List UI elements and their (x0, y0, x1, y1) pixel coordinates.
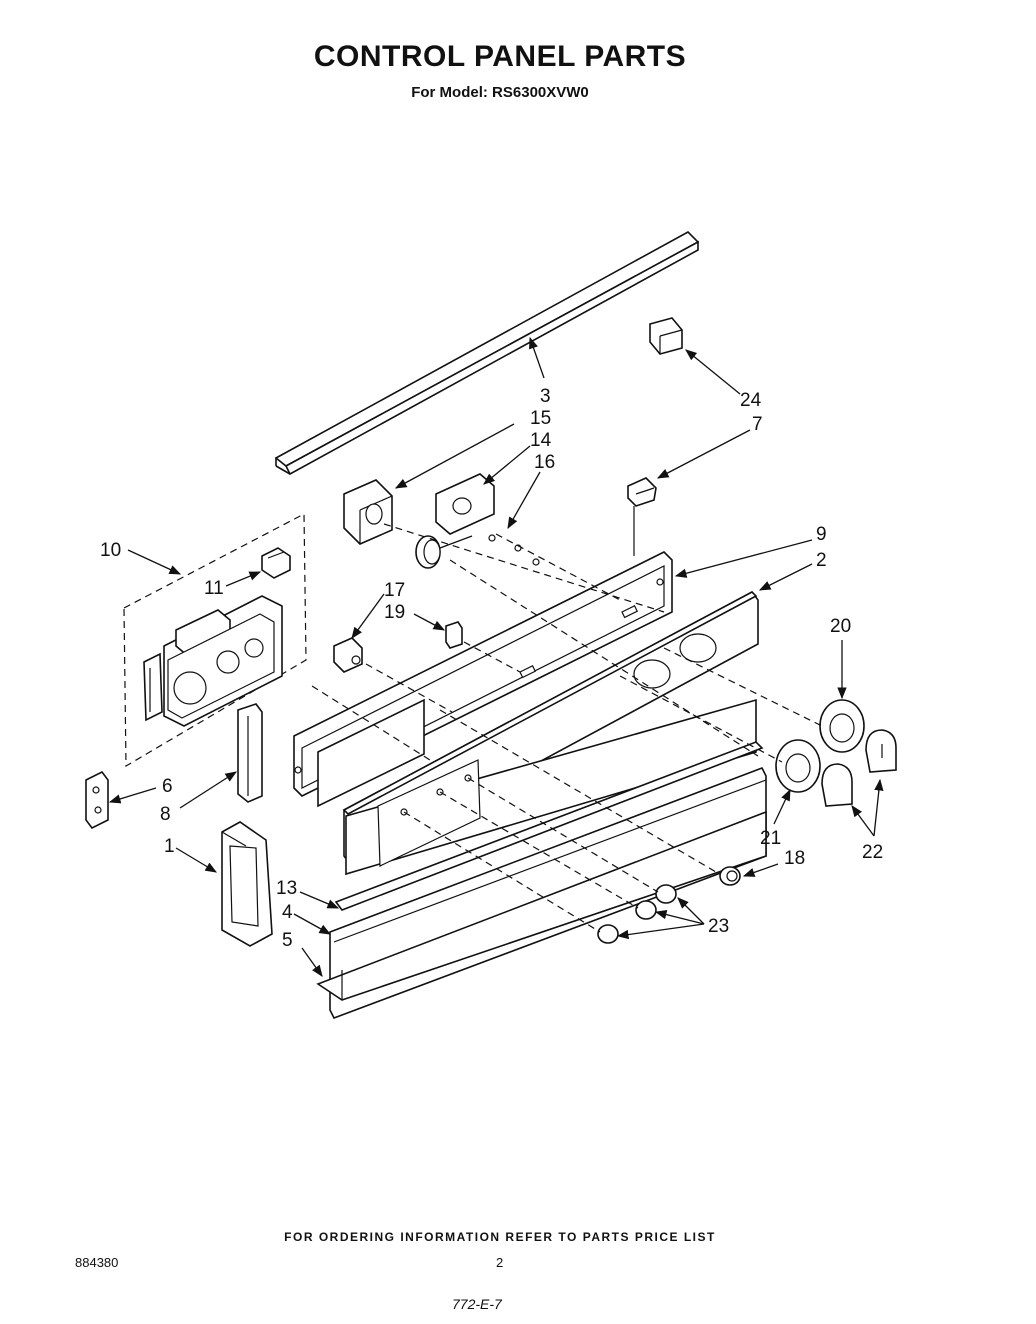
callout-24: 24 (740, 390, 762, 411)
part-6-bracket (85, 770, 109, 830)
form-code: 772-E-7 (452, 1296, 502, 1312)
callout-19: 19 (384, 602, 405, 623)
callout-labels: 3 24 15 14 7 16 9 2 10 11 17 19 20 6 8 2… (100, 386, 883, 951)
part-21-knob-bezel (775, 739, 821, 793)
document-id: 884380 (75, 1255, 119, 1270)
callout-23: 23 (708, 916, 729, 937)
part-19-clip (445, 621, 463, 649)
callout-11: 11 (204, 578, 224, 599)
callout-14: 14 (530, 430, 552, 451)
part-3-trim-strip (274, 231, 700, 476)
part-10-clock-assembly (123, 513, 307, 768)
ring-gasket (415, 535, 473, 569)
part-20-knob-bezel (819, 699, 865, 753)
part-1-side-bracket (221, 821, 273, 947)
ordering-note: FOR ORDERING INFORMATION REFER TO PARTS … (284, 1230, 716, 1244)
part-24-clip (649, 317, 683, 355)
callout-7: 7 (752, 414, 763, 435)
callout-9: 9 (816, 524, 827, 545)
part-17-bracket (333, 637, 363, 673)
page-title: CONTROL PANEL PARTS (313, 40, 687, 73)
part-15-switch (343, 479, 393, 545)
model-subtitle: For Model: RS6300XVW0 (411, 84, 589, 101)
part-23-button-b (635, 900, 657, 920)
callout-18: 18 (784, 848, 805, 869)
part-22-knob-b (821, 763, 853, 807)
callout-1: 1 (164, 836, 175, 857)
part-5-base (316, 810, 767, 1001)
part-22-knob-a (865, 729, 897, 773)
callout-22: 22 (862, 842, 883, 863)
callout-8: 8 (160, 804, 171, 825)
callout-17: 17 (384, 580, 405, 601)
control-panel-face (345, 698, 757, 876)
part-7-clip (627, 477, 657, 556)
part-18-plug (719, 866, 741, 886)
callout-16: 16 (534, 452, 555, 473)
page-number: 2 (496, 1255, 504, 1270)
part-23-button-a (655, 884, 677, 904)
part-9-bracket-strip (293, 551, 673, 808)
callout-5: 5 (282, 930, 293, 951)
callout-10: 10 (100, 540, 121, 561)
callout-21: 21 (760, 828, 781, 849)
callout-3: 3 (540, 386, 551, 407)
part-11-clip (261, 547, 291, 579)
callout-4: 4 (282, 902, 293, 923)
callout-13: 13 (276, 878, 297, 899)
callout-15: 15 (530, 408, 551, 429)
part-23-button-c (597, 924, 619, 944)
part-14-switch-plate (435, 473, 495, 535)
part-16-screws (488, 534, 540, 566)
callout-6: 6 (162, 776, 173, 797)
part-8-bracket (237, 703, 263, 803)
callout-2: 2 (816, 550, 827, 571)
assembly-lines (311, 523, 823, 933)
part-13-trim (334, 741, 764, 911)
leader-lines (108, 336, 884, 977)
callout-20: 20 (830, 616, 851, 637)
